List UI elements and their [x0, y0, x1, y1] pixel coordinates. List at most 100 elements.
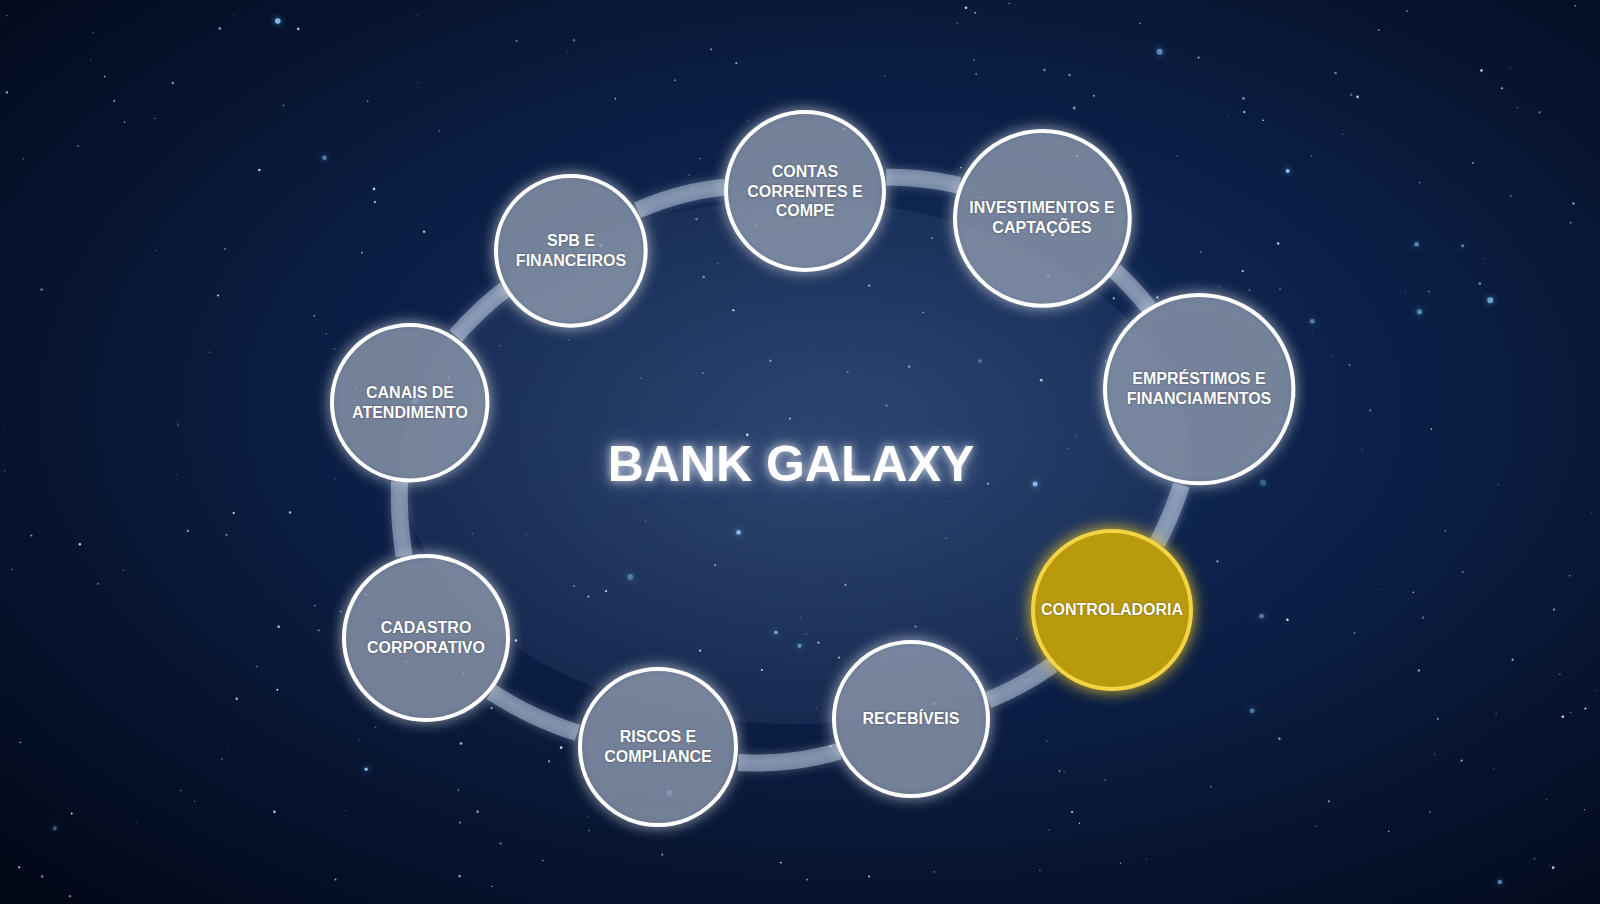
star: [1510, 68, 1511, 69]
star: [1200, 251, 1202, 253]
star: [289, 511, 291, 513]
star: [402, 119, 404, 121]
circle-outline: [494, 174, 648, 328]
star: [1216, 560, 1218, 562]
star: [64, 850, 66, 852]
module-label: CONTAS CORRENTES E COMPE: [739, 162, 871, 221]
star: [335, 478, 337, 480]
star: [1286, 619, 1288, 621]
star: [1242, 97, 1245, 100]
star: [69, 895, 71, 897]
star: [1279, 288, 1281, 290]
ring-segment: [1115, 271, 1149, 308]
star: [297, 28, 300, 31]
star: [1120, 863, 1122, 865]
star: [1479, 282, 1482, 285]
star: [93, 32, 94, 33]
star: [780, 862, 782, 864]
star: [1498, 880, 1503, 885]
star: [1405, 291, 1407, 293]
star: [1501, 87, 1503, 89]
text-holder: CONTAS CORRENTES E COMPE: [739, 162, 871, 221]
star: [1156, 296, 1158, 298]
star: [97, 583, 99, 585]
star: [209, 351, 210, 352]
star: [258, 169, 261, 172]
star: [1356, 96, 1359, 99]
star: [1073, 107, 1076, 110]
circle-shape: [344, 556, 508, 720]
ring-segment: [491, 692, 577, 733]
module-circle: CONTROLADORIA: [1031, 529, 1193, 691]
star: [1445, 530, 1447, 532]
star: [345, 810, 347, 812]
star: [516, 40, 518, 42]
star: [1063, 771, 1065, 773]
star: [1139, 23, 1141, 25]
star: [1559, 673, 1560, 674]
star: [459, 821, 461, 823]
star: [1461, 759, 1463, 761]
star: [500, 842, 502, 844]
star: [154, 118, 155, 119]
text-holder: EMPRÉSTIMOS E FINANCIAMENTOS: [1113, 369, 1285, 408]
text-holder: CONTROLADORIA: [1031, 600, 1193, 620]
ring-segment: [638, 187, 725, 210]
circle-shape: [332, 325, 487, 480]
star-field: [3, 3, 1597, 898]
star: [1495, 713, 1496, 714]
star: [748, 121, 749, 122]
star: [1146, 858, 1147, 859]
ring-segment: [738, 751, 839, 763]
star: [548, 760, 550, 762]
module-label: CANAIS DE ATENDIMENTO: [341, 383, 479, 422]
star: [1422, 616, 1425, 619]
circle-shape: [955, 131, 1130, 306]
star: [194, 801, 195, 802]
module-circle: CANAIS DE ATENDIMENTO: [330, 323, 489, 482]
star: [358, 739, 359, 740]
module-circle: INVESTIMENTOS E CAPTAÇÕES: [953, 129, 1132, 308]
circle-shape: [726, 112, 884, 270]
star: [806, 878, 808, 880]
star: [11, 569, 12, 570]
module-circle: RECEBÍVEIS: [832, 640, 990, 798]
star: [30, 535, 32, 537]
star: [1569, 575, 1571, 577]
star: [313, 315, 315, 317]
star: [1218, 286, 1220, 288]
star: [1312, 333, 1314, 335]
star: [225, 534, 227, 536]
star: [999, 818, 1001, 820]
star: [41, 875, 43, 877]
star: [340, 611, 341, 612]
star: [434, 122, 436, 124]
star: [275, 18, 281, 24]
star: [458, 875, 461, 878]
star: [1342, 134, 1343, 135]
star: [1498, 484, 1499, 485]
star: [217, 295, 219, 297]
star: [975, 73, 976, 74]
star: [1043, 69, 1045, 71]
star: [1437, 718, 1439, 720]
star: [615, 98, 617, 100]
star: [1157, 49, 1163, 55]
module-label: CADASTRO CORPORATIVO: [357, 618, 495, 657]
star: [90, 59, 91, 60]
star: [4, 470, 6, 472]
star: [180, 790, 181, 791]
circle-outline: [330, 323, 489, 482]
star: [1429, 811, 1431, 813]
star: [6, 15, 7, 16]
star: [283, 105, 285, 107]
star: [361, 252, 363, 254]
star: [1549, 864, 1551, 866]
star: [1068, 74, 1071, 77]
module-circle: CONTAS CORRENTES E COMPE: [724, 110, 886, 272]
star: [542, 860, 544, 862]
star: [1328, 800, 1330, 802]
star: [1039, 869, 1041, 871]
star: [1199, 122, 1200, 123]
star: [1071, 811, 1073, 813]
